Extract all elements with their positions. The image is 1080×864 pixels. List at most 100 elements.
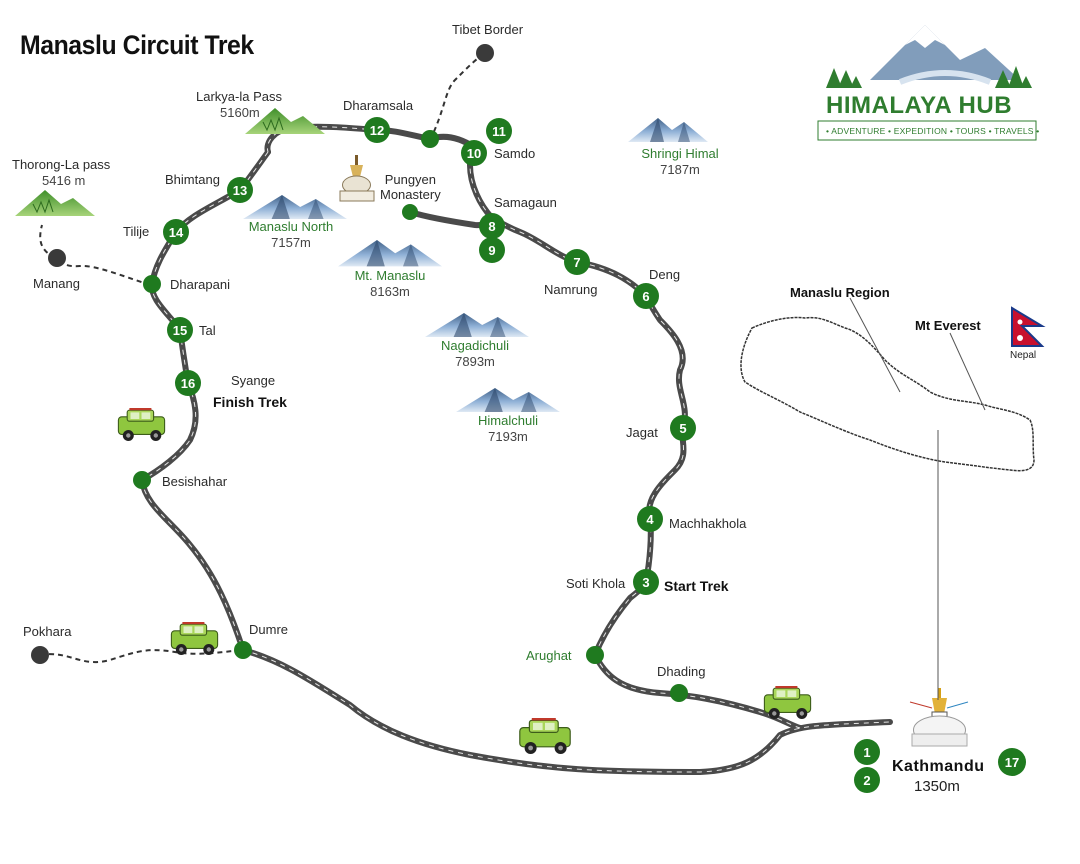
label-samagaun: Samagaun: [494, 195, 557, 210]
label-larkya-elev: 5160m: [220, 105, 260, 120]
stage-marker-11: 11: [486, 118, 512, 144]
label-pungyen-monastery: Pungyen Monastery: [380, 172, 441, 202]
svg-text:2: 2: [863, 773, 870, 788]
label-bhimtang: Bhimtang: [165, 172, 220, 187]
stage-marker-15: 15: [167, 317, 193, 343]
mountain-shringi-himal: [628, 118, 708, 142]
svg-text:4: 4: [646, 512, 654, 527]
svg-text:16: 16: [181, 376, 195, 391]
label-himalchuli-elev: 7193m: [488, 429, 528, 444]
tibet-border-trail: [429, 52, 486, 141]
stage-marker-9: 9: [479, 237, 505, 263]
svg-text:1: 1: [863, 745, 870, 760]
label-dharapani: Dharapani: [170, 277, 230, 292]
label-manaslu-north: Manaslu North: [248, 219, 334, 234]
dharamsala-dot: [421, 130, 439, 148]
logo-name: HIMALAYA HUB: [826, 92, 1013, 119]
stage-marker-3: 3: [633, 569, 659, 595]
stage-markers: 1 2 3 4 5 6 7 8 9 10 11 12 13 14 15 16 1…: [163, 117, 1026, 793]
svg-text:12: 12: [370, 123, 384, 138]
stage-marker-7: 7: [564, 249, 590, 275]
svg-text:3: 3: [642, 575, 649, 590]
label-mt-manaslu-elev: 8163m: [370, 284, 410, 299]
stage-marker-1: 1: [854, 739, 880, 765]
jeep-icon-besishahar: [117, 407, 166, 442]
mountain-himalchuli: [456, 388, 560, 412]
label-kathmandu-elev: 1350m: [914, 778, 960, 795]
label-shringi-elev: 7187m: [660, 162, 700, 177]
label-samdo: Samdo: [494, 146, 536, 161]
stage-marker-4: 4: [637, 506, 663, 532]
svg-text:8: 8: [488, 219, 495, 234]
label-mt-everest: Mt Everest: [915, 318, 981, 333]
label-thorong-elev: 5416 m: [42, 173, 86, 188]
label-manaslu-north-elev: 7157m: [271, 235, 311, 250]
label-namrung: Namrung: [544, 282, 598, 297]
svg-text:11: 11: [492, 124, 506, 139]
pungyen-dot: [402, 204, 418, 220]
manang-dot: [48, 249, 66, 267]
label-dumre: Dumre: [249, 622, 289, 637]
svg-text:5: 5: [679, 421, 686, 436]
label-jagat: Jagat: [626, 425, 658, 440]
everest-pointer: [949, 332, 986, 411]
manaslu-region-pointer: [849, 297, 901, 393]
stage-marker-8: 8: [479, 213, 505, 239]
label-finish-trek: Finish Trek: [213, 394, 287, 410]
label-dharamsala: Dharamsala: [343, 98, 414, 113]
mountain-mt-manaslu: [338, 240, 442, 267]
label-start-trek: Start Trek: [664, 578, 729, 594]
label-syange: Syange: [231, 373, 276, 388]
dharapani-dot: [143, 275, 161, 293]
label-nagadichuli-elev: 7893m: [455, 354, 495, 369]
svg-text:14: 14: [169, 225, 184, 240]
svg-text:13: 13: [233, 183, 247, 198]
stage-marker-17: 17: [998, 748, 1026, 776]
logo-graphic: [817, 25, 1037, 141]
stage-marker-13: 13: [227, 177, 253, 203]
mountain-nagadichuli: [425, 313, 529, 337]
stage-marker-16: 16: [175, 370, 201, 396]
label-manaslu-region: Manaslu Region: [790, 285, 890, 300]
dumre-dot: [234, 641, 252, 659]
logo-tagline: • ADVENTURE • EXPEDITION • TOURS • TRAVE…: [826, 126, 1040, 136]
svg-text:10: 10: [467, 146, 481, 161]
label-thorong-pass: Thorong-La pass: [12, 157, 111, 172]
dhading-dot: [670, 684, 688, 702]
tibet-border-dot: [476, 44, 494, 62]
nepal-outline: [740, 316, 1035, 472]
stage-marker-14: 14: [163, 219, 189, 245]
label-dhading: Dhading: [657, 664, 706, 679]
stage-marker-2: 2: [854, 767, 880, 793]
stage-marker-5: 5: [670, 415, 696, 441]
jeep-icon-dumre: [170, 621, 219, 656]
mountain-thorong-pass: [14, 189, 96, 217]
svg-text:17: 17: [1005, 755, 1019, 770]
label-nepal: Nepal: [1010, 350, 1037, 361]
svg-text:7: 7: [573, 255, 580, 270]
label-deng: Deng: [649, 267, 681, 282]
mountain-manaslu-north: [243, 195, 347, 219]
label-larkya-pass: Larkya-la Pass: [196, 89, 282, 104]
label-besishahar: Besishahar: [162, 474, 228, 489]
besishahar-dot: [133, 471, 151, 489]
label-manang: Manang: [33, 276, 80, 291]
arughat-dot: [586, 646, 604, 664]
svg-text:9: 9: [488, 243, 495, 258]
label-pokhara: Pokhara: [23, 624, 72, 639]
page-title: Manaslu Circuit Trek: [20, 30, 254, 60]
label-shringi-himal: Shringi Himal: [641, 146, 719, 161]
label-kathmandu: Kathmandu: [892, 758, 985, 775]
stage-marker-6: 6: [633, 283, 659, 309]
label-tilije: Tilije: [123, 224, 150, 239]
label-mt-manaslu: Mt. Manaslu: [354, 268, 426, 283]
jeep-icon-road: [519, 717, 571, 755]
svg-text:15: 15: [173, 323, 187, 338]
label-arughat: Arughat: [526, 648, 572, 663]
svg-text:6: 6: [642, 289, 649, 304]
nepal-flag-icon: [1011, 306, 1046, 347]
kathmandu-stupa-icon: [909, 688, 969, 747]
stage-marker-12: 12: [364, 117, 390, 143]
pokhara-dot: [31, 646, 49, 664]
